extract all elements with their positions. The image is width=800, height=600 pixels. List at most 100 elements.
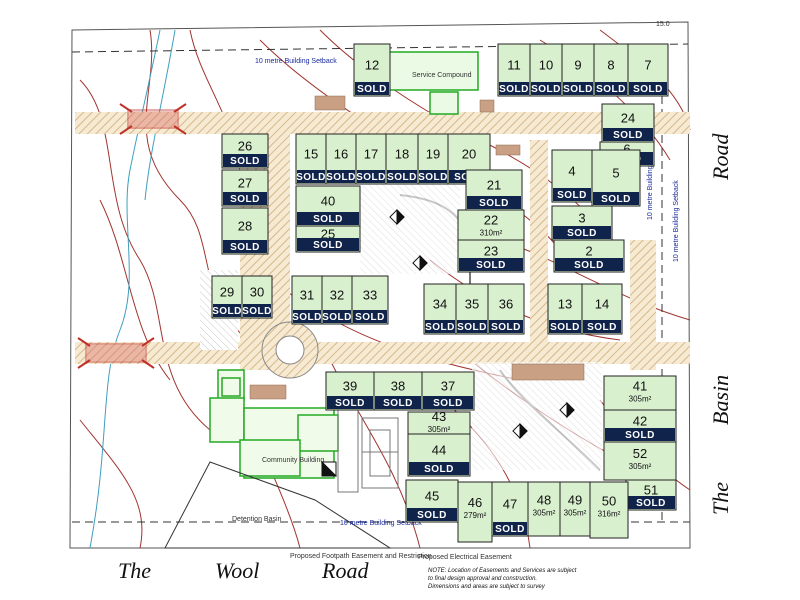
sold-badge: SOLD bbox=[326, 170, 355, 183]
basin-road-label-road: Road bbox=[708, 133, 733, 181]
sold-badge: SOLD bbox=[296, 170, 325, 183]
sold-badge-text: SOLD bbox=[356, 172, 386, 183]
lot-number: 39 bbox=[343, 379, 357, 394]
corner-dimension: 15.0 bbox=[656, 21, 670, 28]
sold-badge: SOLD bbox=[292, 310, 322, 323]
wool-road-label-road: Road bbox=[321, 558, 369, 583]
lot-number: 38 bbox=[391, 379, 405, 394]
sold-badge-background bbox=[355, 82, 389, 95]
sold-badge-text: SOLD bbox=[499, 84, 529, 95]
lot-number: 23 bbox=[484, 244, 498, 259]
sold-badge-background bbox=[419, 170, 447, 183]
lot-area: 279m² bbox=[464, 511, 487, 520]
sold-badge-background bbox=[323, 310, 351, 323]
lot-number: 27 bbox=[238, 176, 252, 191]
sold-badge-text: SOLD bbox=[383, 398, 413, 409]
lot-number: 9 bbox=[574, 58, 581, 73]
sold-badge-text: SOLD bbox=[601, 194, 631, 205]
lot-number: 34 bbox=[433, 297, 447, 312]
sold-badge-text: SOLD bbox=[587, 322, 617, 333]
lot-number: 12 bbox=[365, 58, 379, 73]
sold-badge: SOLD bbox=[531, 82, 561, 95]
service-compound: Service Compound bbox=[387, 51, 479, 115]
sold-badge: SOLD bbox=[353, 310, 387, 323]
sold-badge-text: SOLD bbox=[292, 312, 322, 323]
sold-badge: SOLD bbox=[459, 258, 523, 271]
lot-area: 316m² bbox=[598, 510, 621, 519]
note-line-1: NOTE: Location of Easements and Services… bbox=[428, 568, 577, 574]
lot-number: 33 bbox=[363, 288, 377, 303]
note-line-2: to final design approval and constructio… bbox=[428, 576, 537, 582]
bridge-left bbox=[77, 337, 155, 369]
sold-badge: SOLD bbox=[583, 320, 621, 333]
sold-badge: SOLD bbox=[593, 192, 639, 205]
wool-road-label-wool: Wool bbox=[215, 558, 259, 583]
sold-badge: SOLD bbox=[553, 188, 591, 201]
sold-badge: SOLD bbox=[223, 192, 267, 205]
sold-badge-background bbox=[555, 258, 623, 271]
sold-badge-background bbox=[297, 238, 359, 251]
sold-badge-text: SOLD bbox=[457, 322, 487, 333]
tennis-court bbox=[361, 417, 399, 489]
sold-badge-text: SOLD bbox=[242, 306, 272, 317]
lot-number: 14 bbox=[595, 297, 609, 312]
sold-badge: SOLD bbox=[212, 304, 241, 317]
lot-number: 30 bbox=[250, 285, 264, 300]
sold-badge: SOLD bbox=[375, 396, 421, 409]
sold-badge-background bbox=[423, 396, 473, 409]
sold-badge-text: SOLD bbox=[230, 242, 260, 253]
sold-badge-background bbox=[605, 428, 675, 441]
sold-badge: SOLD bbox=[457, 320, 487, 333]
sold-badge-background bbox=[457, 320, 487, 333]
